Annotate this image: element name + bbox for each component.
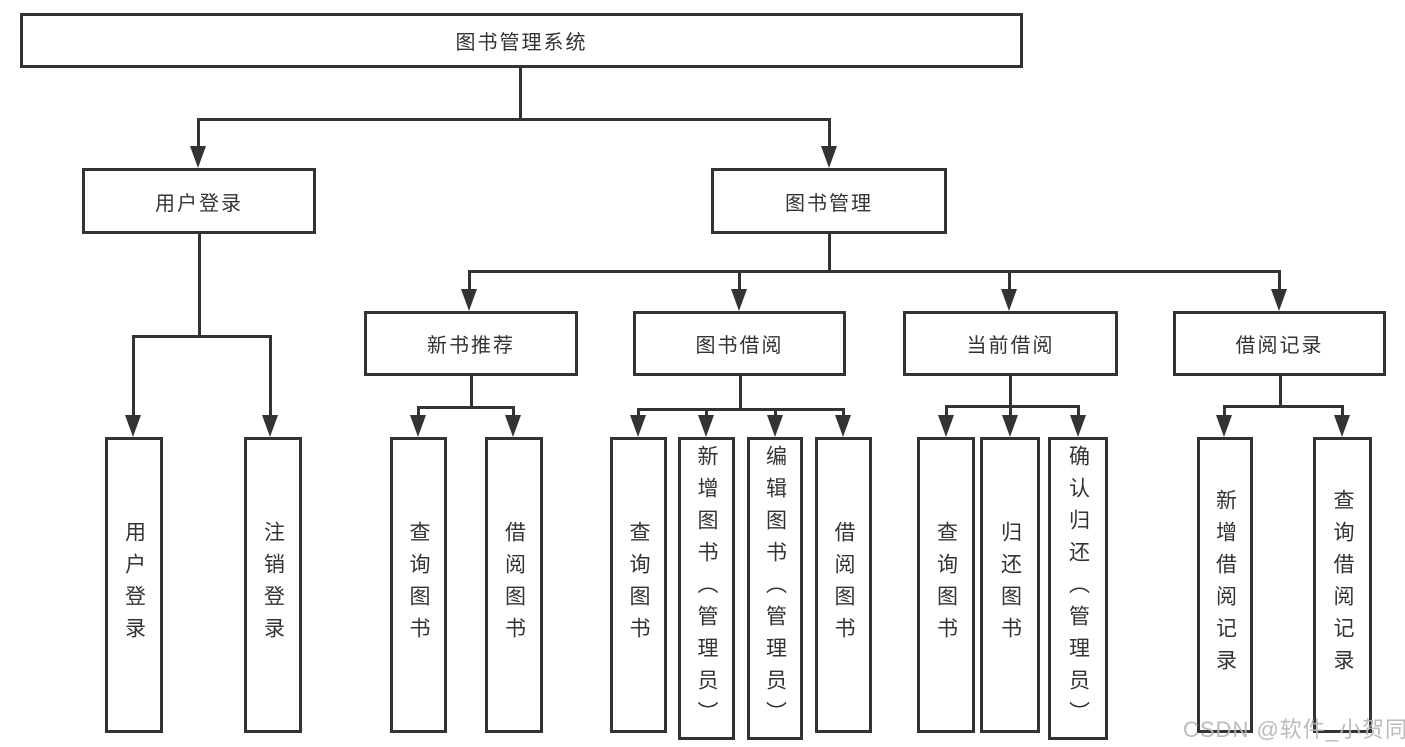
arrowhead-down-icon [731,289,747,311]
connector-line [1077,405,1080,417]
arrowhead-down-icon [835,415,851,437]
arrowhead-down-icon [461,289,477,311]
connector-line [1223,405,1343,408]
node-leaf-add-books-admin: 新增图书（管理员） [678,437,735,740]
node-label: 当前借阅 [966,335,1055,357]
connector-line [198,234,201,335]
connector-line [417,406,420,417]
node-label: 图书管理系统 [455,32,588,54]
node-label: 图书管理 [785,192,873,215]
arrowhead-down-icon [1271,289,1287,311]
connector-line [705,408,708,417]
node-leaf-return-books: 归还图书 [980,437,1040,733]
node-label: 查询图书 [627,521,650,649]
node-label: 新增借阅记录 [1213,489,1237,681]
node-leaf-logout: 注销登录 [244,437,302,733]
arrowhead-down-icon [190,146,206,168]
arrowhead-down-icon [1002,415,1018,437]
connector-line [1278,270,1281,290]
arrowhead-down-icon [1216,415,1232,437]
arrowhead-down-icon [630,415,646,437]
node-label: 查询借阅记录 [1331,489,1354,681]
node-leaf-edit-books-admin: 编辑图书（管理员） [747,437,803,740]
node-leaf-query-borrow-record: 查询借阅记录 [1313,437,1372,733]
node-current-borrow: 当前借阅 [903,311,1118,376]
node-leaf-borrow-books-2: 借阅图书 [815,437,872,733]
arrowhead-down-icon [821,146,837,168]
node-new-book-recommend: 新书推荐 [364,311,578,376]
node-borrow-record: 借阅记录 [1173,311,1386,376]
connector-line [197,118,831,121]
connector-line [269,335,272,415]
node-root: 图书管理系统 [20,13,1023,68]
node-user-login: 用户登录 [82,168,316,234]
arrowhead-down-icon [938,415,954,437]
connector-line [470,376,473,406]
arrowhead-down-icon [262,415,278,437]
connector-line [468,270,471,290]
connector-line [739,376,742,408]
connector-line [842,408,845,417]
node-label: 借阅记录 [1235,335,1324,357]
node-label: 用户登录 [122,521,146,649]
arrowhead-down-icon [1070,415,1086,437]
node-leaf-query-books-3: 查询图书 [917,437,975,733]
node-book-borrow: 图书借阅 [633,311,846,376]
connector-line [197,118,200,148]
node-label: 确认归还（管理员） [1066,444,1090,733]
arrowhead-down-icon [410,415,426,437]
arrowhead-down-icon [698,415,714,437]
csdn-watermark: CSDN @软件_小贺同学 [1183,717,1405,742]
arrowhead-down-icon [1001,289,1017,311]
arrowhead-down-icon [1334,415,1350,437]
node-label: 用户登录 [155,192,243,215]
connector-line [738,270,741,290]
connector-line [1341,405,1344,417]
connector-line [637,408,640,417]
connector-line [1009,405,1012,417]
node-label: 编辑图书（管理员） [763,444,787,733]
connector-line [132,335,272,338]
node-label: 图书借阅 [695,335,784,357]
node-leaf-query-books-2: 查询图书 [610,437,667,733]
connector-line [828,234,831,270]
node-label: 归还图书 [998,521,1022,649]
connector-line [519,68,522,118]
connector-line [132,335,135,415]
node-leaf-borrow-books-1: 借阅图书 [485,437,543,733]
node-leaf-query-books-1: 查询图书 [390,437,447,733]
connector-line [945,405,948,417]
connector-line [417,406,514,409]
node-label: 注销登录 [261,521,285,649]
node-leaf-user-login: 用户登录 [105,437,163,733]
connector-line [1223,405,1226,417]
connector-line [468,270,1280,273]
connector-line [1008,270,1011,290]
arrowhead-down-icon [767,415,783,437]
node-leaf-add-borrow-record: 新增借阅记录 [1197,437,1253,733]
connector-line [774,408,777,417]
connector-line [945,405,1079,408]
connector-line [828,118,831,148]
node-label: 借阅图书 [502,521,526,649]
node-label: 新增图书（管理员） [695,444,718,733]
node-label: 借阅图书 [832,521,855,649]
connector-line [1009,376,1012,405]
arrowhead-down-icon [505,415,521,437]
connector-line [512,406,515,417]
arrowhead-down-icon [125,415,141,437]
connector-line [1279,376,1282,405]
node-leaf-confirm-return-admin: 确认归还（管理员） [1048,437,1108,740]
node-label: 新书推荐 [427,335,515,357]
node-label: 查询图书 [407,521,430,649]
node-book-management: 图书管理 [711,168,947,234]
connector-line [637,408,844,411]
node-label: 查询图书 [934,521,958,649]
